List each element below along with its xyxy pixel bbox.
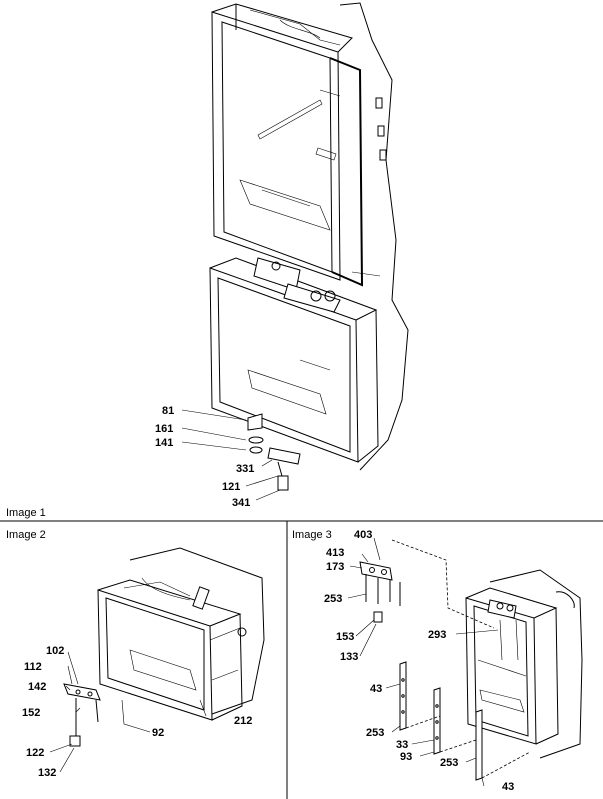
- callout-102: 102: [46, 645, 64, 657]
- callout-43: 43: [502, 781, 514, 793]
- callout-253: 253: [440, 757, 458, 769]
- callout-413: 413: [326, 547, 344, 559]
- callout-403: 403: [354, 529, 372, 541]
- image1-callouts: 81 161 141 331 121 341: [155, 405, 254, 509]
- image3-callouts: 403 413 173 253 153 133 293 43 253 33 93…: [324, 529, 514, 793]
- callout-132: 132: [38, 767, 56, 779]
- callout-112: 112: [24, 661, 42, 673]
- callout-173: 173: [326, 561, 344, 573]
- panel-caption-image3: Image 3: [292, 529, 332, 541]
- callout-141: 141: [155, 437, 173, 449]
- callout-121: 121: [222, 481, 240, 493]
- callout-142: 142: [28, 681, 46, 693]
- callout-253: 253: [366, 727, 384, 739]
- callout-93: 93: [400, 751, 412, 763]
- callout-293: 293: [428, 629, 446, 641]
- image2-drawing: [49, 547, 265, 773]
- callout-341: 341: [232, 497, 250, 509]
- callout-133: 133: [340, 651, 358, 663]
- image3-drawing: [347, 537, 583, 787]
- callout-161: 161: [155, 423, 173, 435]
- callout-331: 331: [236, 463, 254, 475]
- panel-caption-image2: Image 2: [6, 529, 46, 541]
- callout-81: 81: [162, 405, 174, 417]
- image2-callouts: 102 112 142 152 122 132 92 212: [22, 645, 252, 779]
- callout-153: 153: [336, 631, 354, 643]
- callout-122: 122: [26, 747, 44, 759]
- callout-212: 212: [234, 715, 252, 727]
- callout-92: 92: [152, 727, 164, 739]
- panel-caption-image1: Image 1: [6, 507, 46, 519]
- callout-33: 33: [396, 739, 408, 751]
- callout-43: 43: [370, 683, 382, 695]
- callout-253: 253: [324, 593, 342, 605]
- image1-drawing: [181, 2, 409, 501]
- callout-152: 152: [22, 707, 40, 719]
